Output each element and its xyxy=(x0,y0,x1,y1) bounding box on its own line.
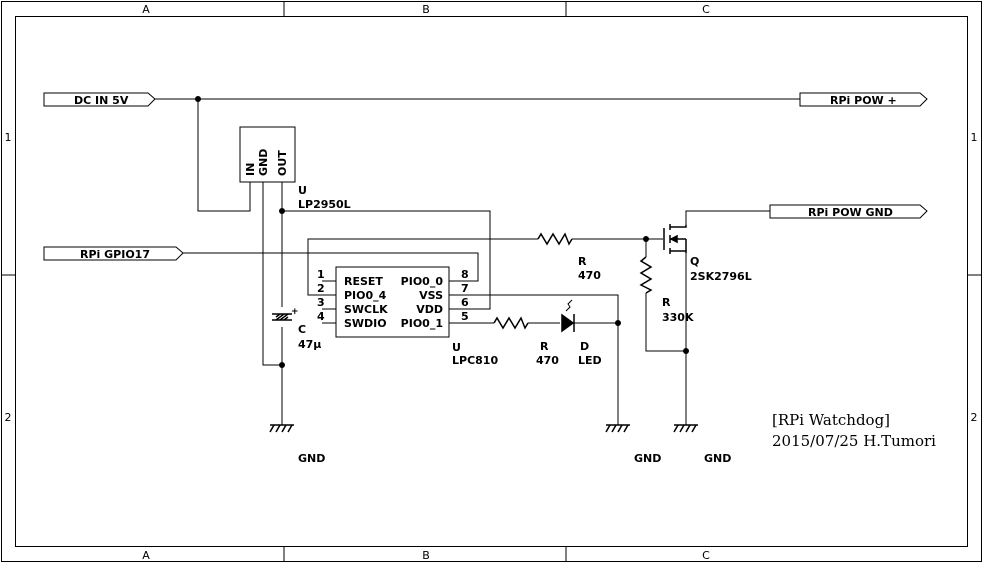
port-pow-plus-label: RPi POW + xyxy=(830,94,897,107)
junction-dot xyxy=(615,320,621,326)
zone-row-1-left: 1 xyxy=(5,131,12,144)
capacitor-value: 47µ xyxy=(298,338,321,351)
mcu-pin6-name: VDD xyxy=(416,303,443,316)
junction-dot xyxy=(279,362,285,368)
mcu-ref: U xyxy=(452,341,461,354)
port-gpio-label: RPi GPIO17 xyxy=(80,248,150,261)
mcu-pin8-name: PIO0_0 xyxy=(401,275,444,288)
mcu-pin1-num: 1 xyxy=(317,268,325,281)
mcu-pin2-num: 2 xyxy=(317,282,325,295)
mcu-pin4-name: SWDIO xyxy=(344,317,387,330)
led-diode[interactable]: D LED xyxy=(561,299,602,367)
mcu-pin8-num: 8 xyxy=(461,268,469,281)
resistor-gate[interactable]: R 470 xyxy=(537,232,601,282)
capacitor-polarity: + xyxy=(291,307,299,317)
port-dc-in-label: DC IN 5V xyxy=(74,94,129,107)
resistor-pulldown-ref: R xyxy=(662,296,671,309)
regulator-ref: U xyxy=(298,184,307,197)
regulator-part: LP2950L xyxy=(298,198,351,211)
ground-label-1: GND xyxy=(298,452,325,465)
ground-symbols xyxy=(269,424,698,433)
mcu-part: LPC810 xyxy=(452,354,498,367)
zone-col-b-bottom: B xyxy=(422,549,430,562)
junction-dot xyxy=(195,96,201,102)
ground-labels: GND GND GND xyxy=(298,452,731,465)
zone-row-2-left: 2 xyxy=(5,411,12,424)
mcu-pin6-num: 6 xyxy=(461,296,469,309)
port-dc-in-5v[interactable]: DC IN 5V xyxy=(43,92,156,107)
mcu-pin5-name: PIO0_1 xyxy=(401,317,443,330)
frame-zone-labels: A B C A B C 1 2 1 2 xyxy=(5,3,978,562)
regulator-pin-gnd: GND xyxy=(257,149,270,176)
mcu-pin3-num: 3 xyxy=(317,296,325,309)
resistor-pulldown-value: 330K xyxy=(662,311,694,324)
zone-col-c-top: C xyxy=(702,3,710,16)
led-value: LED xyxy=(578,354,602,367)
resistor-led-value: 470 xyxy=(536,354,559,367)
resistor-gate-value: 470 xyxy=(578,269,601,282)
resistor-led-ref: R xyxy=(540,340,549,353)
mosfet-ref: Q xyxy=(690,255,699,268)
capacitor-ref: C xyxy=(298,323,306,336)
ground-symbol-1 xyxy=(269,424,294,433)
led-ref: D xyxy=(580,340,589,353)
resistor-pulldown[interactable]: R 330K xyxy=(639,256,694,324)
mcu-pin3-name: SWCLK xyxy=(344,303,388,316)
port-pow-gnd-label: RPi POW GND xyxy=(808,206,893,219)
regulator-pin-in: IN xyxy=(244,163,257,176)
junction-dots xyxy=(195,96,689,368)
zone-row-2-right: 2 xyxy=(971,411,978,424)
mosfet-q[interactable]: Q 2SK2796L xyxy=(663,224,752,283)
ground-symbol-3 xyxy=(673,424,698,433)
title-line-2: 2015/07/25 H.Tumori xyxy=(772,432,936,450)
junction-dot xyxy=(279,208,285,214)
mcu-pin7-num: 7 xyxy=(461,282,469,295)
port-rpi-pow-plus[interactable]: RPi POW + xyxy=(799,92,928,107)
zone-col-b-top: B xyxy=(422,3,430,16)
zone-col-a-top: A xyxy=(142,3,150,16)
mcu-lpc810[interactable]: 1 2 3 4 RESET PIO0_4 SWCLK SWDIO 8 7 6 5… xyxy=(317,266,498,367)
regulator-pin-out: OUT xyxy=(276,150,289,176)
capacitor-c[interactable]: + C 47µ xyxy=(272,307,321,351)
zone-col-c-bottom: C xyxy=(702,549,710,562)
mcu-pin4-num: 4 xyxy=(317,310,325,323)
port-rpi-pow-gnd[interactable]: RPi POW GND xyxy=(769,204,928,219)
resistor-led[interactable]: R 470 xyxy=(493,316,559,367)
junction-dot xyxy=(643,236,649,242)
mcu-pin5-num: 5 xyxy=(461,310,469,323)
mosfet-part: 2SK2796L xyxy=(690,270,752,283)
title-line-1: [RPi Watchdog] xyxy=(772,411,890,429)
port-rpi-gpio17[interactable]: RPi GPIO17 xyxy=(43,246,184,261)
mcu-pin2-name: PIO0_4 xyxy=(344,289,387,302)
regulator-lp2950l[interactable]: IN GND OUT U LP2950L xyxy=(239,126,351,211)
resistor-gate-ref: R xyxy=(578,255,587,268)
mcu-pin7-name: VSS xyxy=(419,289,443,302)
mcu-pin1-name: RESET xyxy=(344,275,383,288)
title-block: [RPi Watchdog] 2015/07/25 H.Tumori xyxy=(772,411,936,450)
ground-symbol-2 xyxy=(605,424,630,433)
zone-col-a-bottom: A xyxy=(142,549,150,562)
ground-label-2: GND xyxy=(634,452,661,465)
zone-row-1-right: 1 xyxy=(971,131,978,144)
junction-dot xyxy=(683,348,689,354)
ground-label-3: GND xyxy=(704,452,731,465)
wires xyxy=(154,98,800,425)
